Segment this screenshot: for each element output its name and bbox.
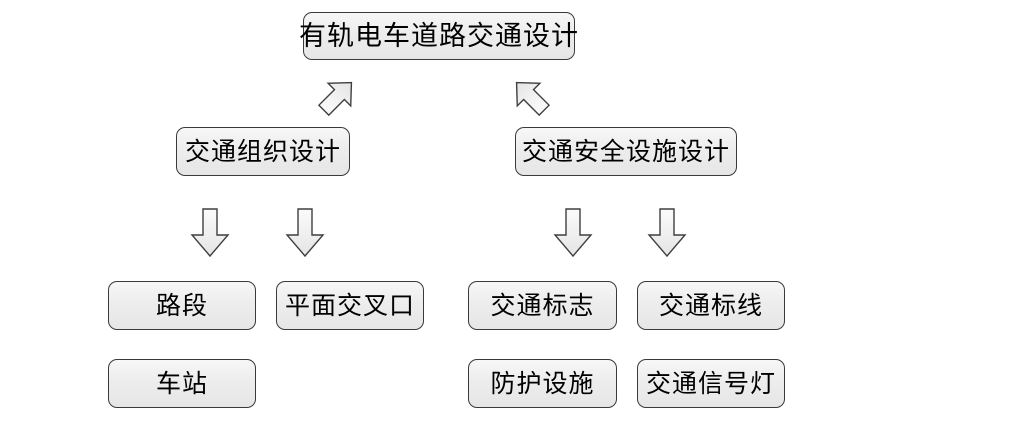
node-traffic-organization-design: 交通组织设计 [176,127,350,176]
node-road-section: 路段 [108,281,256,330]
node-traffic-organization-design-label: 交通组织设计 [184,137,341,166]
node-traffic-sign-label: 交通标志 [490,291,595,320]
arrow-safety-to-sign [553,208,593,258]
node-traffic-safety-facility-design: 交通安全设施设计 [515,127,737,176]
arrow-root-to-organization [307,65,369,127]
node-protective-facility: 防护设施 [468,359,617,408]
node-at-grade-intersection-label: 平面交叉口 [284,291,415,320]
node-station: 车站 [108,359,256,408]
node-traffic-marking: 交通标线 [637,281,785,330]
arrow-organization-to-road-section [190,208,230,258]
arrow-organization-to-intersection [285,208,325,258]
node-traffic-marking-label: 交通标线 [658,291,763,320]
node-traffic-signal-light: 交通信号灯 [637,359,785,408]
node-root: 有轨电车道路交通设计 [299,12,578,60]
node-road-section-label: 路段 [155,291,208,320]
node-traffic-signal-light-label: 交通信号灯 [645,369,776,398]
node-at-grade-intersection: 平面交叉口 [276,281,424,330]
arrow-root-to-safety [499,65,561,127]
node-traffic-safety-facility-design-label: 交通安全设施设计 [521,137,730,166]
arrow-safety-to-marking [647,208,687,258]
node-station-label: 车站 [155,369,208,398]
node-root-label: 有轨电车道路交通设计 [299,20,579,52]
node-traffic-sign: 交通标志 [468,281,617,330]
node-protective-facility-label: 防护设施 [490,369,595,398]
